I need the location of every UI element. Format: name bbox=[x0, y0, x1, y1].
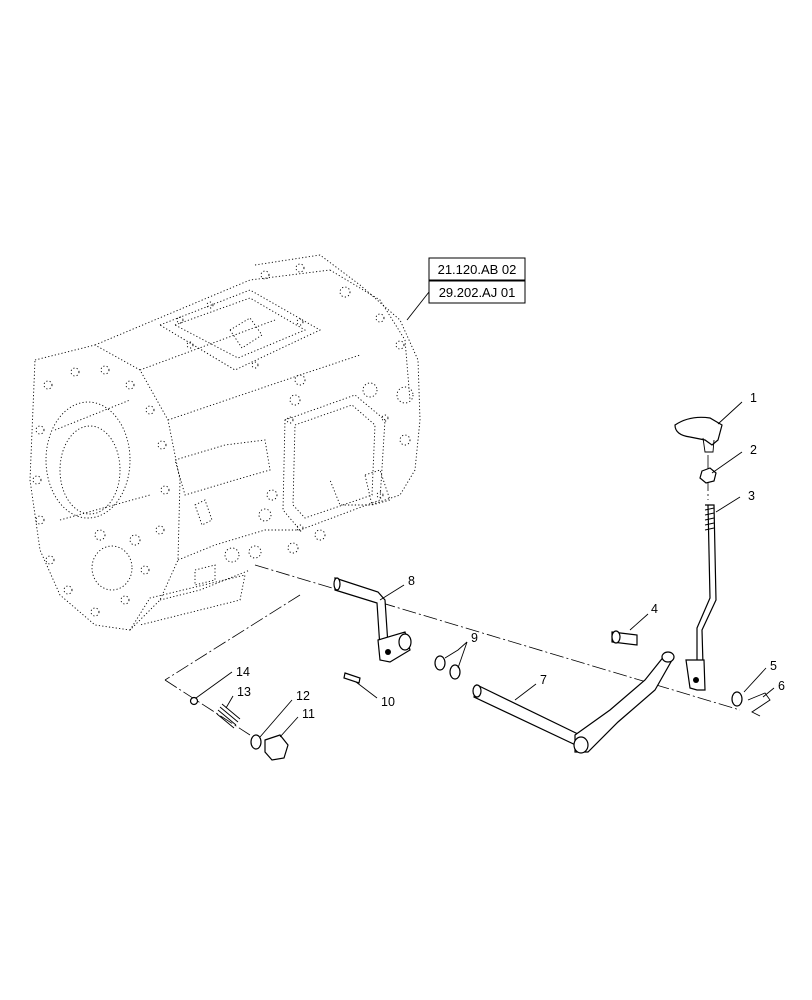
reference-label-1: 21.120.AB 02 bbox=[438, 262, 517, 277]
assembly-centerlines bbox=[164, 455, 741, 736]
part-pin[interactable] bbox=[611, 630, 638, 646]
part-nut[interactable] bbox=[699, 467, 717, 484]
callout-13: 13 bbox=[237, 685, 251, 699]
part-roll-pin[interactable] bbox=[343, 672, 361, 684]
part-snap-rings[interactable] bbox=[434, 655, 461, 680]
part-knob[interactable] bbox=[674, 416, 723, 453]
callout-labels: 1 2 3 4 5 6 7 8 9 10 11 12 13 14 bbox=[236, 391, 785, 721]
callout-11: 11 bbox=[302, 707, 315, 721]
reference-label-2: 29.202.AJ 01 bbox=[439, 285, 516, 300]
callout-14: 14 bbox=[236, 665, 250, 679]
part-shift-shaft[interactable] bbox=[472, 651, 675, 754]
part-o-ring[interactable] bbox=[250, 734, 262, 750]
part-spring[interactable] bbox=[216, 703, 241, 729]
reference-leader bbox=[406, 291, 430, 321]
part-lever-rod[interactable] bbox=[685, 504, 717, 691]
part-clip[interactable] bbox=[747, 692, 771, 717]
callout-leaders bbox=[195, 401, 775, 738]
reference-box-2[interactable]: 29.202.AJ 01 bbox=[428, 280, 526, 304]
callout-12: 12 bbox=[296, 689, 310, 703]
callout-5: 5 bbox=[770, 659, 777, 673]
part-plug[interactable] bbox=[264, 734, 289, 761]
part-ball[interactable] bbox=[189, 696, 199, 706]
transmission-housing bbox=[29, 254, 421, 631]
callout-10: 10 bbox=[381, 695, 395, 709]
callout-9: 9 bbox=[471, 631, 478, 645]
callout-6: 6 bbox=[778, 679, 785, 693]
callout-7: 7 bbox=[540, 673, 547, 687]
part-washer[interactable] bbox=[731, 691, 743, 707]
callout-1: 1 bbox=[750, 391, 757, 405]
callout-8: 8 bbox=[408, 574, 415, 588]
callout-3: 3 bbox=[748, 489, 755, 503]
reference-box-1[interactable]: 21.120.AB 02 bbox=[428, 257, 526, 281]
callout-4: 4 bbox=[651, 602, 658, 616]
callout-2: 2 bbox=[750, 443, 757, 457]
part-selector-lever[interactable] bbox=[333, 577, 412, 663]
